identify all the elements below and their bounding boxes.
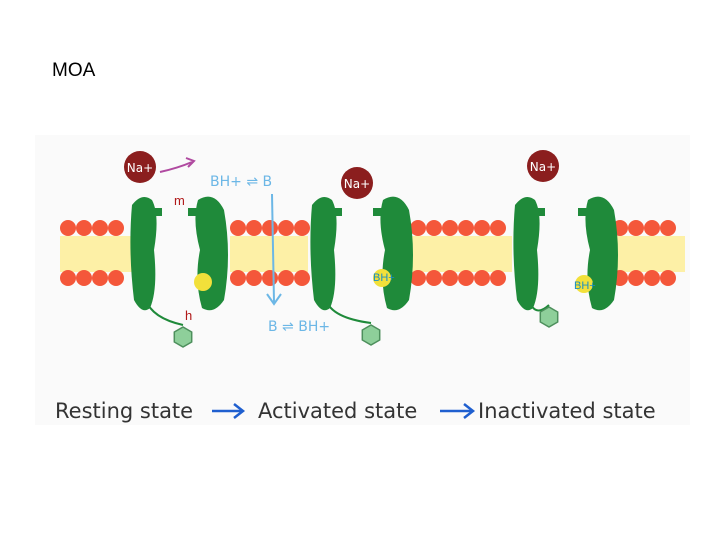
lipid-head <box>294 220 310 236</box>
lipid-head <box>644 270 660 286</box>
drug-label-2: BH+ <box>574 280 596 292</box>
lipid-head <box>660 220 676 236</box>
lipid-head <box>644 220 660 236</box>
equilibrium-top: BH+ ⇌ B <box>210 174 272 190</box>
slide-title: MOA <box>52 60 96 81</box>
lipid-head <box>426 270 442 286</box>
lipid-head <box>410 270 426 286</box>
sodium-ion-label-1: Na+ <box>127 161 153 175</box>
state-inactivated: Inactivated state <box>478 399 656 423</box>
diffusion-arrowhead <box>266 293 282 306</box>
sodium-ion-label-3: Na+ <box>530 160 556 174</box>
diffusion-arrow <box>271 193 275 303</box>
equilibrium-bottom: B ⇌ BH+ <box>268 319 330 335</box>
lipid-head <box>60 220 76 236</box>
lipid-head <box>108 270 124 286</box>
lipid-head <box>660 270 676 286</box>
lipid-head <box>230 220 246 236</box>
lipid-head <box>474 220 490 236</box>
drug-molecule-3 <box>575 275 593 293</box>
lipid-head <box>230 270 246 286</box>
drug-molecule-2 <box>373 269 391 287</box>
lipid-head <box>458 270 474 286</box>
lipid-head <box>262 220 278 236</box>
lipid-head <box>108 220 124 236</box>
gate-m-label: m <box>174 193 185 208</box>
lipid-head <box>76 220 92 236</box>
lipid-head <box>92 270 108 286</box>
state-arrow-1 <box>212 403 246 419</box>
lipid-head <box>410 220 426 236</box>
lipid-head <box>278 270 294 286</box>
lipid-head <box>294 270 310 286</box>
lipid-head <box>262 270 278 286</box>
drug-molecule-1 <box>194 273 212 291</box>
sodium-channel-3 <box>513 196 618 328</box>
ion-influx-arrowhead <box>185 157 196 168</box>
lipid-head <box>458 220 474 236</box>
lipid-head <box>474 270 490 286</box>
state-activated: Activated state <box>258 399 417 423</box>
sodium-ion-1: Na+ <box>124 151 156 183</box>
lipid-head <box>278 220 294 236</box>
lipid-head <box>76 270 92 286</box>
lipid-head <box>628 220 644 236</box>
lipid-head <box>426 220 442 236</box>
lipid-core-2 <box>230 236 308 272</box>
lipid-head <box>246 220 262 236</box>
drug-label-1: BH+ <box>373 272 395 284</box>
lipid-head <box>92 220 108 236</box>
lipid-head <box>490 220 506 236</box>
lipid-core-4 <box>612 236 685 272</box>
gate-h-label: h <box>185 308 192 323</box>
lipid-core-1 <box>60 236 132 272</box>
state-resting: Resting state <box>55 399 193 423</box>
ion-influx-arrow <box>159 161 193 173</box>
sodium-ion-2: Na+ <box>341 167 373 199</box>
lipid-head <box>490 270 506 286</box>
lipid-head <box>442 270 458 286</box>
sodium-ion-label-2: Na+ <box>344 177 370 191</box>
lipid-head <box>628 270 644 286</box>
lipid-head <box>442 220 458 236</box>
sodium-ion-3: Na+ <box>527 150 559 182</box>
state-arrow-2 <box>440 403 476 419</box>
lipid-bilayer <box>60 220 685 286</box>
lipid-head <box>246 270 262 286</box>
lipid-core-3 <box>410 236 512 272</box>
lipid-head <box>60 270 76 286</box>
